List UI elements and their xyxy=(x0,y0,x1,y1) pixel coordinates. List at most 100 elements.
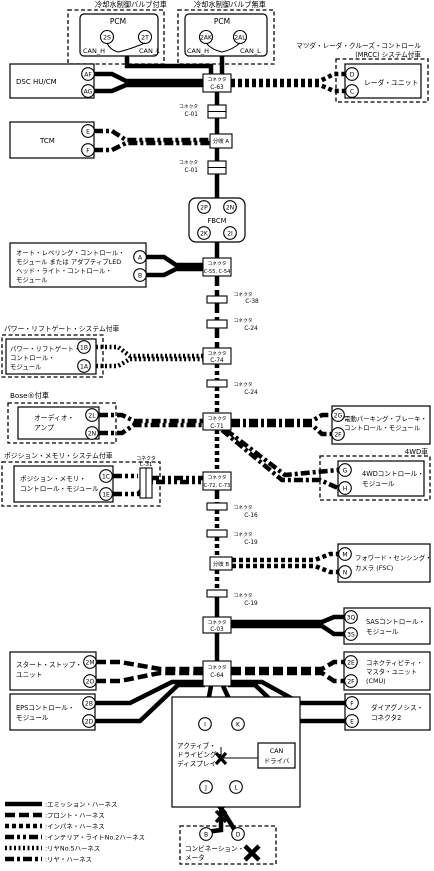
module-epb-pin-2g-label: 2G xyxy=(334,413,343,420)
x-mark-icon xyxy=(214,809,228,824)
module-dsc-box xyxy=(9,63,95,99)
module-sas-box xyxy=(343,607,431,645)
wire-epb-2f xyxy=(231,422,332,437)
module-afs-label-4: モジュール xyxy=(16,276,48,284)
module-tcm-pin-f-label: F xyxy=(86,148,90,155)
module-radar-dashed-frame xyxy=(335,58,429,103)
module-tcm-pin-e-label: E xyxy=(86,129,90,136)
display-label-3: ディスプレイ xyxy=(177,759,216,768)
pcm-right-twist xyxy=(205,42,241,53)
module-sas-label-1: SASコントロール・ xyxy=(366,618,425,626)
module-dlc-label-2: コネクタ2 xyxy=(371,713,401,722)
module-memory-pin-1c xyxy=(99,469,113,483)
pcm-left-header: 冷却水制御バルブ付車 xyxy=(95,0,167,9)
display-pin-j xyxy=(199,780,213,794)
module-liftgate-pin-1a xyxy=(77,359,91,373)
pcm-left-can-l: CAN_L xyxy=(139,47,160,55)
module-liftgate-label-2: コントロール・ xyxy=(10,354,55,362)
connector-c74-label-1: コネクタ xyxy=(208,350,227,357)
x-mark-icon xyxy=(214,751,228,766)
connector-c24b xyxy=(206,379,228,388)
module-memory-pin-1e xyxy=(99,487,113,501)
module-dlc-pin-e-label: E xyxy=(350,719,354,726)
module-audio-header: Bose®付車 xyxy=(10,391,49,400)
wire-sas-3s xyxy=(231,623,344,637)
wire-cmu-2f xyxy=(231,670,344,684)
module-tcm-pin-f xyxy=(81,143,95,157)
module-dlc-box xyxy=(344,693,431,731)
wire-liftgate-1a xyxy=(96,356,203,369)
connector-c19a xyxy=(206,529,228,538)
legend-label-inpanel: :インパネ・ハーネス xyxy=(45,823,105,831)
module-fsc-label-1: フォワード・センシング・ xyxy=(355,553,432,562)
connector-c55 xyxy=(202,257,232,277)
x-mark-icon xyxy=(243,844,261,862)
module-startstop-label-1: スタート・ストップ・ xyxy=(16,660,82,669)
module-startstop-pin-2o xyxy=(83,674,97,688)
connector-c01b-label-2: C-01 xyxy=(184,168,198,174)
wire-afs-b xyxy=(146,266,203,278)
module-epb-box xyxy=(331,405,431,445)
module-eps-label-2: モジュール xyxy=(16,714,49,722)
junction-a-label: 分岐 A xyxy=(213,137,229,145)
can-driver-box xyxy=(257,742,296,769)
module-liftgate-label-1: パワー・リフトゲート・ xyxy=(10,344,80,353)
module-fsc-pin-m-label: M xyxy=(342,552,347,559)
module-memory-pin-1e-label: 1E xyxy=(102,492,110,499)
module-sas-pin-3s xyxy=(344,627,358,641)
meter-pin-d xyxy=(231,827,245,841)
display-pin-l-label: L xyxy=(234,785,238,792)
legend-label-emission: :エミッション・ハーネス xyxy=(45,801,117,809)
connector-c64-label-1: コネクタ xyxy=(208,664,227,671)
module-cmu-label-1: コネクティビティ・ xyxy=(366,658,423,667)
connector-c24b-label-2: C-24 xyxy=(244,390,258,396)
connector-c38-label-1: コネクタ xyxy=(234,291,253,298)
module-afs-pin-a-label: A xyxy=(138,255,143,262)
connector-c38-label-2: C-38 xyxy=(245,299,259,305)
wire-audio-2n xyxy=(99,422,203,436)
module-epb-label-1: 電動パーキング・ブレーキ・ xyxy=(344,414,427,423)
fbcm-pin-2p xyxy=(197,200,211,214)
module-audio-pin-2l-label: 2L xyxy=(88,413,96,420)
pcm-right-can-h: CAN_H xyxy=(187,47,209,55)
module-eps-box xyxy=(9,693,96,731)
meter-pin-b-label: B xyxy=(204,832,208,839)
module-startstop-label-2: ユニット xyxy=(16,671,42,679)
connector-c55-label-2: C-55, C-54 xyxy=(204,269,231,275)
module-radar-header-2: (MRCC) システム付車 xyxy=(355,50,421,59)
wire-radar-c xyxy=(231,82,345,94)
connector-c55-label-1: コネクタ xyxy=(208,260,227,267)
module-tcm-pin-e xyxy=(81,124,95,138)
display-pin-k-label: K xyxy=(236,722,241,729)
module-cmu-label-3: (CMU) xyxy=(366,677,386,685)
module-epb-pin-2f xyxy=(331,427,345,441)
module-startstop-pin-2m xyxy=(83,655,97,669)
wire-cmu-2e xyxy=(231,659,344,672)
display-pin-l xyxy=(229,780,243,794)
module-eps-pin-2b xyxy=(82,696,96,710)
module-dlc-pin-f xyxy=(345,696,359,710)
module-audio-dashed-frame xyxy=(7,402,117,444)
connector-c24a xyxy=(206,319,228,329)
wire-epb-2g xyxy=(231,412,332,424)
module-sas-pin-3s-label: 3S xyxy=(347,632,355,639)
module-afs-pin-b-label: B xyxy=(138,273,142,280)
module-fsc-pin-m xyxy=(338,547,352,561)
connector-c03-label-2: C-03 xyxy=(210,627,224,633)
wire-eps-2d xyxy=(95,682,205,724)
connector-c19a-label-1: コネクタ xyxy=(234,531,253,538)
display-pin-i-label: I xyxy=(204,722,206,729)
connector-c72-label-1: コネクタ xyxy=(208,474,227,481)
module-startstop-pin-2m-label: 2M xyxy=(86,660,95,667)
pcm-left-twist xyxy=(106,42,146,53)
fbcm-pin-2k xyxy=(197,226,211,240)
legend-label-front: :フロント・ハーネス xyxy=(45,812,105,820)
pcm-right-pin-2al-label: 2AL xyxy=(234,35,246,42)
wire-fsc-m xyxy=(232,551,338,563)
module-afs-label-2: モジュール または アダプティブLED xyxy=(16,257,121,266)
connector-c03 xyxy=(202,616,232,634)
module-cmu-pin-2e xyxy=(344,655,358,669)
module-tcm-box xyxy=(9,121,95,159)
